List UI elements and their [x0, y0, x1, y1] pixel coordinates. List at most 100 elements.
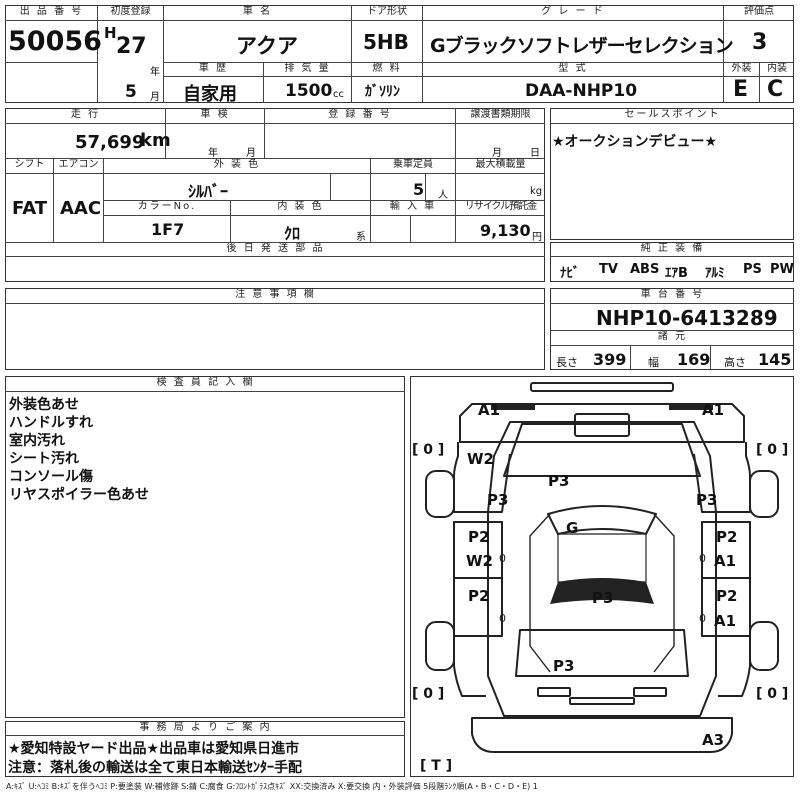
tire-spare: [ T ] — [420, 758, 452, 774]
equip-tv: TV — [599, 262, 618, 277]
mark-p3-right-front: P3 — [696, 491, 717, 509]
car-name: アクア — [236, 34, 298, 58]
front-outline — [459, 403, 745, 443]
body-outline — [487, 421, 717, 717]
inspector-line-2: ハンドルすれ — [9, 415, 93, 431]
notes-box — [5, 288, 545, 370]
mark-p3-center: P3 — [592, 589, 613, 607]
ac: AAC — [60, 198, 102, 219]
rear-hatch — [515, 629, 689, 677]
width-value: 169 — [677, 350, 711, 369]
equip-alloy: ｱﾙﾐ — [705, 266, 725, 281]
zero-mark-3: 0 — [699, 552, 706, 565]
int-color-unit: 系 — [356, 232, 366, 243]
rear-window — [550, 578, 654, 604]
car-diagram: A1 A1 W2 P3 P3 P3 G P2 W2 P2 A1 P2 P3 P2… — [412, 382, 788, 774]
equip-airbag: ｴｱB — [665, 266, 688, 281]
color-no: 1F7 — [151, 220, 185, 239]
later-parts-label: 後 日 発 送 部 品 — [226, 243, 325, 254]
rear-fender-right — [718, 638, 751, 697]
width-label: 幅 — [648, 356, 659, 369]
wheel-rear-left — [425, 621, 455, 671]
int-color-label: 内 装 色 — [277, 201, 324, 212]
mileage: 57,699 — [75, 132, 145, 153]
pillars — [529, 513, 675, 673]
int-color: ｸﾛ — [284, 224, 301, 243]
mark-p2-left-door1: P2 — [468, 528, 489, 546]
inspector-label: 検 査 員 記 入 欄 — [156, 377, 255, 388]
seats: 5 — [413, 180, 425, 199]
exterior-grade: E — [733, 77, 749, 102]
transfer-month-unit: 月 — [492, 148, 502, 159]
reg-no-label: 登 録 番 号 — [328, 109, 392, 120]
ext-color: ｼﾙﾊﾞｰ — [188, 182, 229, 201]
mark-a1-right-door1: A1 — [714, 552, 736, 570]
office-line-2: 注意：落札後の輸送は全て東日本輸送ｾﾝﾀｰ手配 — [8, 760, 302, 776]
tire-front-right: [ 0 ] — [756, 442, 788, 458]
door-label: ドア形状 — [367, 6, 407, 17]
lot-number: 50056 — [8, 26, 102, 57]
top-section — [5, 5, 794, 103]
mark-p2-right-door1: P2 — [716, 528, 737, 546]
load-unit: kg — [530, 186, 543, 197]
displacement-unit: cc — [333, 89, 344, 100]
roof — [557, 533, 647, 583]
zero-mark-2: 0 — [499, 612, 506, 625]
equip-pw: PW — [770, 262, 794, 277]
model-label: 型 式 — [558, 63, 588, 74]
wheel-front-right — [749, 470, 779, 518]
recycle-unit: 円 — [532, 232, 542, 243]
recycle-label: リサイクル預託金 — [464, 201, 538, 212]
inspector-line-6: リヤスポイラー色あせ — [9, 487, 149, 503]
sales-point-box — [550, 108, 794, 240]
zero-mark-1: 0 — [499, 552, 506, 565]
mark-a1-front-right: A1 — [702, 401, 724, 419]
inspector-line-1: 外装色あせ — [9, 397, 79, 413]
shift-label: シフト — [14, 159, 45, 170]
mileage-label: 走 行 — [70, 109, 101, 120]
mark-p2-right-door2: P2 — [716, 587, 737, 605]
recycle-fee: 9,130 — [480, 221, 531, 240]
seats-label: 乗車定員 — [393, 159, 433, 170]
interior-label: 内装 — [767, 63, 787, 74]
history: 自家用 — [183, 84, 237, 105]
equip-ps: PS — [743, 262, 762, 277]
era: H — [104, 24, 117, 42]
office-line-1: ★愛知特設ヤード出品★出品車は愛知県日進市 — [8, 741, 300, 757]
reg-month: 5 — [125, 82, 137, 102]
taillight-left — [537, 687, 571, 697]
equipment-label: 純 正 装 備 — [640, 243, 705, 254]
equipment-box — [550, 242, 794, 282]
grade: Gブラックソフトレザーセレクション — [430, 35, 734, 57]
inspection-year-unit: 年 — [208, 148, 218, 159]
sales-point-text: ★オークションデビュー★ — [552, 134, 718, 150]
hood — [503, 423, 701, 477]
reg-year: 27 — [116, 34, 147, 59]
mark-w2-left: W2 — [467, 450, 494, 468]
transfer-day-unit: 日 — [530, 148, 540, 159]
transfer-label: 譲渡書類期限 — [470, 109, 531, 120]
office-box — [5, 721, 405, 777]
year-unit: 年 — [150, 67, 160, 78]
score-label: 評価点 — [744, 6, 774, 17]
import-label: 輸 入 車 — [389, 201, 437, 212]
displacement: 1500 — [285, 81, 333, 101]
spec-label: 諸 元 — [657, 331, 688, 342]
mark-p2-left-door2: P2 — [468, 587, 489, 605]
wheel-rear-right — [749, 621, 779, 671]
lot-no-label: 出 品 番 号 — [19, 6, 84, 17]
length-value: 399 — [593, 350, 627, 369]
equip-abs: ABS — [630, 262, 660, 277]
rear-bumper — [471, 717, 733, 753]
mark-p3-rear: P3 — [553, 657, 574, 675]
first-reg-label: 初度登録 — [110, 6, 151, 17]
inspector-line-5: コンソール傷 — [9, 469, 93, 485]
length-label: 長さ — [556, 356, 578, 369]
height-label: 高さ — [724, 356, 746, 369]
details-section — [5, 108, 545, 282]
wheel-front-left — [425, 470, 455, 518]
chassis-label: 車 台 番 号 — [640, 289, 705, 300]
zero-mark-4: 0 — [699, 612, 706, 625]
tire-rear-right: [ 0 ] — [756, 686, 788, 702]
equip-navi: ﾅﾋﾞ — [560, 266, 580, 281]
